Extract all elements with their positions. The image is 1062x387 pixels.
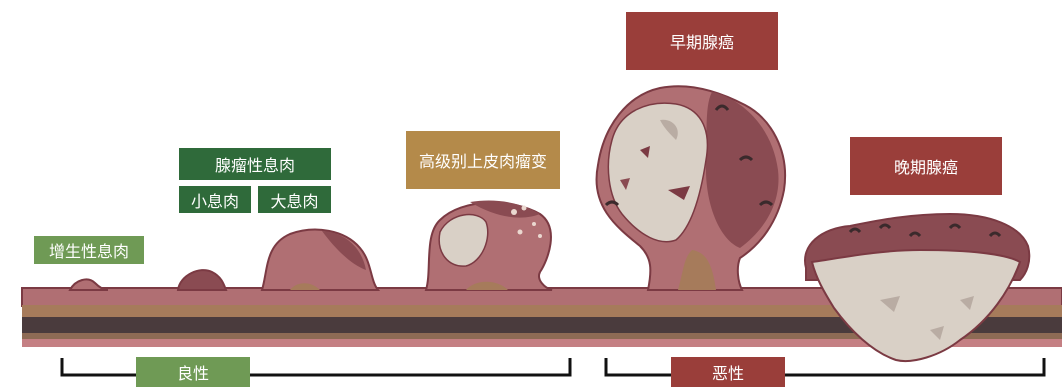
early-adenocarcinoma: [595, 85, 787, 291]
dark-band: [22, 317, 1062, 333]
tissue-layers: [21, 287, 1062, 347]
benign-label: 良性: [136, 357, 250, 387]
late-adenocarcinoma-label: 晚期腺癌: [850, 137, 1002, 195]
malignant-label: 恶性: [671, 357, 785, 387]
high-grade-lesion: [424, 200, 553, 291]
high-grade-label: 高级别上皮肉瘤变: [406, 131, 560, 189]
early-adenocarcinoma-label: 早期腺癌: [626, 12, 778, 70]
malignant-bracket: [604, 358, 1046, 377]
small-polyp-label: 小息肉: [179, 186, 251, 213]
adenomatous-polyp-label: 腺瘤性息肉: [179, 148, 331, 180]
large-polyp: [260, 228, 381, 291]
late-adenocarcinoma: [804, 212, 1031, 362]
brown-band: [22, 333, 1062, 339]
hyperplastic-polyp-label: 增生性息肉: [34, 236, 144, 264]
muscle-layer: [22, 305, 1062, 317]
benign-bracket: [60, 358, 572, 377]
large-polyp-label: 大息肉: [258, 186, 331, 213]
hyperplastic-polyp: [68, 278, 109, 291]
bottom-pink-band: [22, 339, 1062, 347]
small-polyp: [176, 269, 228, 291]
